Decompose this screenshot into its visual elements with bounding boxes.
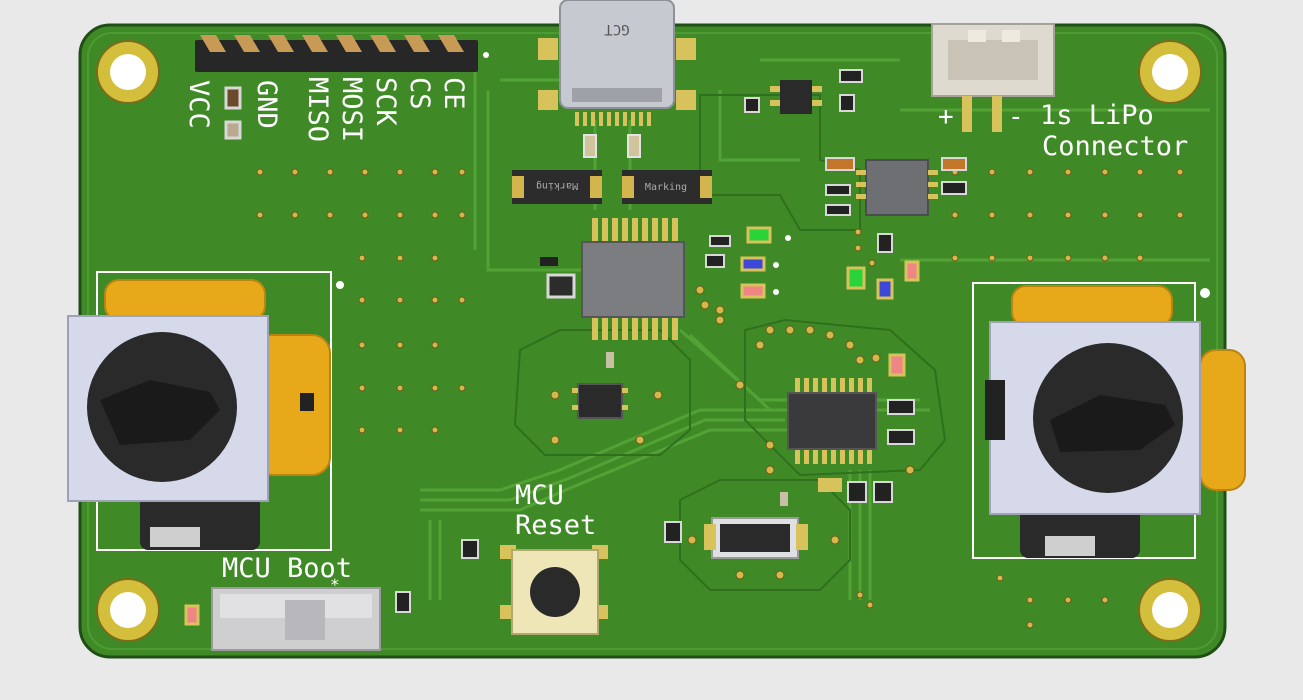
diode-left: Marking xyxy=(512,170,602,204)
led-pin1-dot xyxy=(773,289,779,295)
header-pin-label-ce: CE xyxy=(438,77,469,110)
led-pin1-dot xyxy=(773,262,779,268)
boot-star: * xyxy=(330,575,340,594)
resistor xyxy=(825,157,855,171)
led-blue xyxy=(876,278,894,300)
capacitor xyxy=(887,429,915,445)
battery-connector xyxy=(931,23,1055,132)
resistor xyxy=(395,591,411,613)
diode-left-marking: Marking xyxy=(536,180,578,191)
capacitor xyxy=(873,481,893,503)
led-blue xyxy=(740,256,766,272)
usb-resistor xyxy=(583,134,597,158)
header-pin-label-mosi: MOSI xyxy=(336,77,367,142)
capacitor xyxy=(744,97,760,113)
header-pin-label-vcc: VCC xyxy=(183,80,214,129)
resistor xyxy=(224,86,242,110)
led-red xyxy=(888,353,906,377)
mounting-hole-icon xyxy=(1138,578,1202,642)
resistor xyxy=(941,157,967,171)
diode-right-marking: Marking xyxy=(645,182,687,193)
radio-chip xyxy=(787,378,877,464)
switch-icon[interactable] xyxy=(211,587,381,651)
battery-label-line1: 1s LiPo xyxy=(1040,100,1154,131)
regulator-chip xyxy=(770,80,822,114)
mcu-chip xyxy=(581,218,685,340)
resistor xyxy=(877,233,893,253)
joystick-icon xyxy=(972,282,1246,559)
pin-header xyxy=(195,35,489,72)
mounting-hole-icon xyxy=(96,40,160,104)
usb-marking: GCT xyxy=(604,21,630,37)
battery-label-line2: Connector xyxy=(1042,131,1188,162)
led-red xyxy=(184,604,200,626)
header-pin-label-gnd: GND xyxy=(251,80,282,129)
resistor xyxy=(941,181,967,195)
header-pin-label-sck: SCK xyxy=(370,77,401,127)
charger-chip xyxy=(856,159,938,216)
usb-c-icon: GCT xyxy=(538,0,696,110)
led-pin1-dot xyxy=(785,235,791,241)
led-red xyxy=(904,260,920,282)
pin1-dot xyxy=(1200,288,1210,298)
resistor xyxy=(825,204,851,216)
usb-resistor xyxy=(627,134,641,158)
crystal xyxy=(704,517,808,559)
sensor-chip xyxy=(572,383,628,419)
capacitor xyxy=(847,481,867,503)
mounting-hole-icon xyxy=(96,578,160,642)
capacitor xyxy=(224,120,242,140)
led-red xyxy=(740,283,766,299)
joystick-icon xyxy=(67,271,332,551)
resistor xyxy=(664,521,682,543)
capacitor xyxy=(839,69,863,83)
mounting-hole-icon xyxy=(1138,40,1202,104)
capacitor xyxy=(887,399,915,415)
diode-right: Marking xyxy=(622,170,712,204)
header-pin-label-miso: MISO xyxy=(302,77,333,142)
pin1-dot xyxy=(336,281,344,289)
vias xyxy=(256,168,1184,629)
capacitor xyxy=(818,478,842,492)
battery-plus-label: + xyxy=(938,102,954,132)
usb-pads xyxy=(575,112,651,126)
capacitor xyxy=(606,352,614,368)
header-pin-label-cs: CS xyxy=(404,77,435,110)
header-labels: CE CS SCK MOSI MISO GND VCC xyxy=(183,77,469,142)
button-icon[interactable] xyxy=(500,545,608,635)
capacitor xyxy=(546,273,576,299)
led-green xyxy=(846,266,866,290)
battery-minus-label: - xyxy=(1008,102,1024,132)
resistor xyxy=(540,257,558,266)
resistor xyxy=(709,235,731,247)
boot-label: MCU Boot xyxy=(222,553,352,584)
resistor xyxy=(705,254,725,268)
led-green xyxy=(746,226,772,244)
resistor xyxy=(825,184,851,196)
reset-label-line2: Reset xyxy=(515,510,596,541)
reset-label-line1: MCU xyxy=(515,480,564,511)
capacitor xyxy=(780,492,788,506)
resistor xyxy=(461,539,479,559)
capacitor xyxy=(839,94,855,112)
